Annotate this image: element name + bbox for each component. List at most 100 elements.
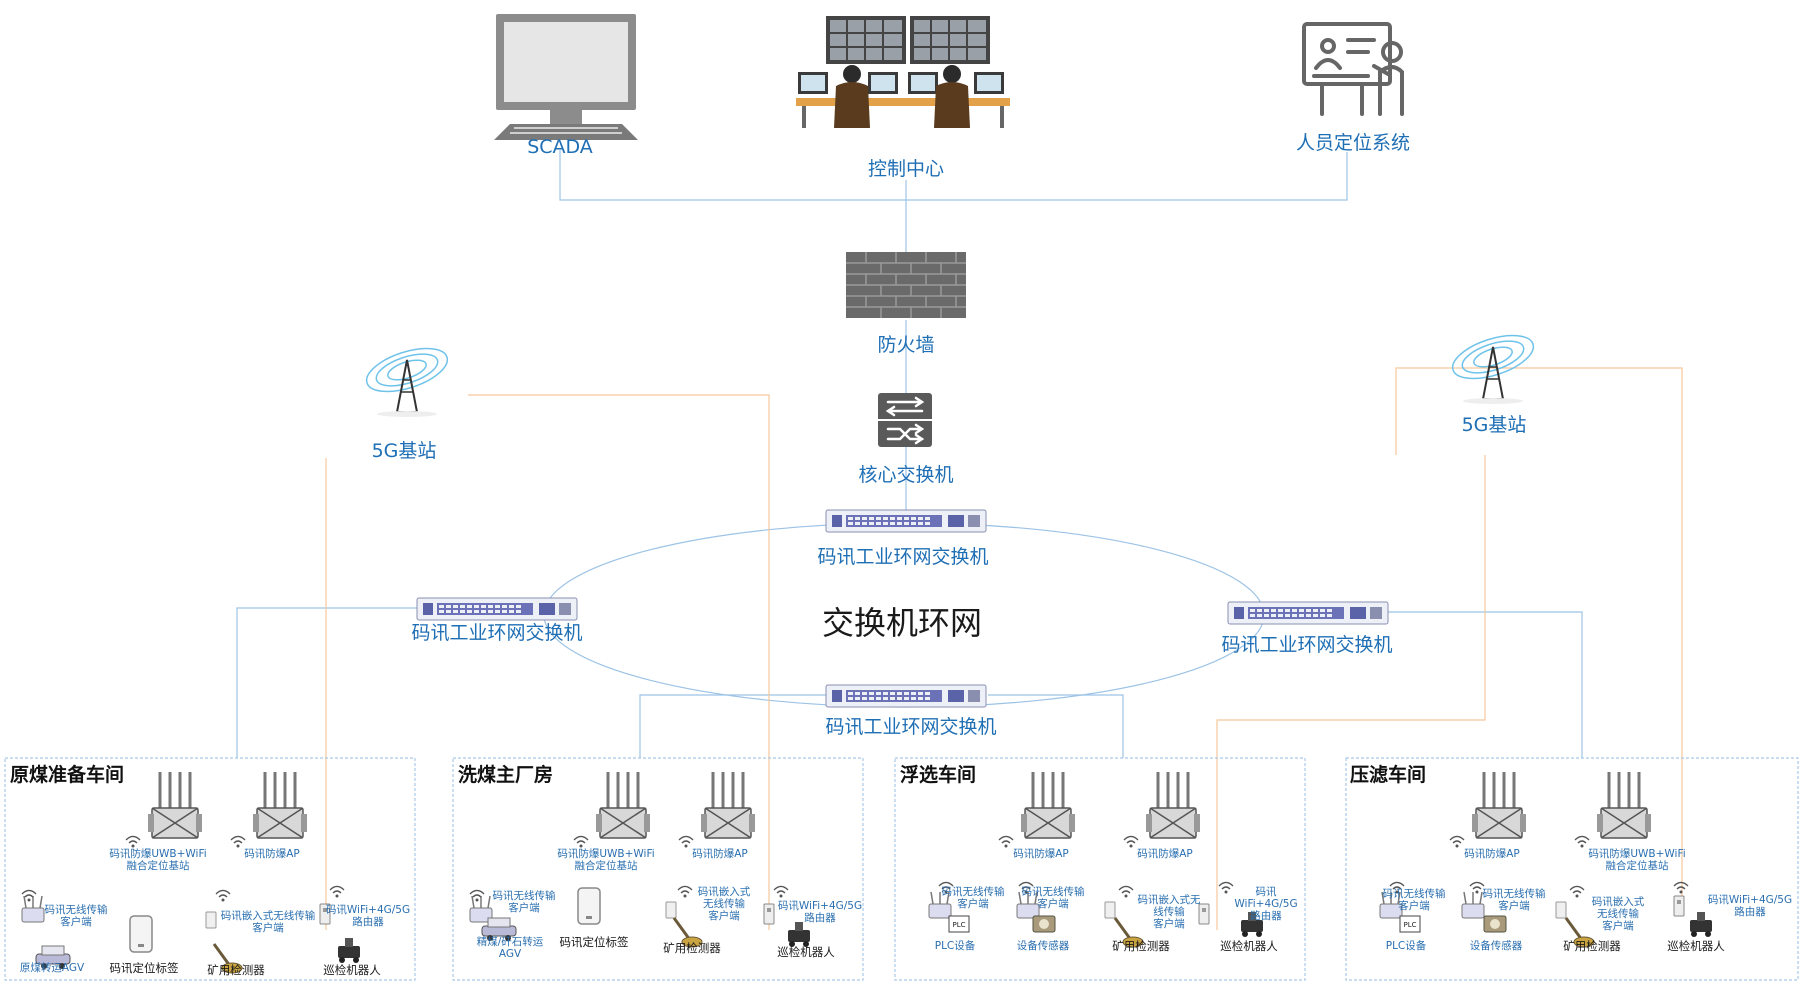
wifi-icon — [1449, 835, 1465, 849]
device-label: 码讯防爆AP — [244, 848, 300, 860]
wifi-icon — [677, 885, 693, 899]
base-station-left-label: 5G基站 — [371, 440, 437, 462]
device-icons: PLC PLC — [21, 770, 1712, 974]
detector-icon — [1113, 917, 1144, 948]
device-label: 矿用检测器 — [1563, 939, 1621, 953]
svg-text:PLC: PLC — [1403, 921, 1416, 929]
presenter-icon — [1302, 22, 1404, 116]
device-label: 码讯嵌入式无线传输客户端 — [1591, 896, 1645, 932]
detector-icon — [1564, 917, 1595, 948]
device-label: 码讯防爆AP — [1464, 848, 1520, 860]
device-label: 巡检机器人 — [1220, 939, 1278, 953]
device-label: 巡检机器人 — [777, 945, 835, 959]
wifi-icon — [1118, 885, 1134, 899]
embedded-client-icon — [205, 911, 217, 929]
wifi-icon — [125, 835, 141, 849]
device-label: 码讯定位标签 — [109, 961, 179, 975]
explosion-proof-ap-icon — [594, 770, 652, 840]
wifi-icon — [573, 835, 589, 849]
router-icon — [1673, 895, 1685, 917]
device-label: 码讯嵌入式无线传输客户端 — [697, 886, 751, 922]
sensor-icon — [1032, 915, 1056, 933]
base-station-right-label: 5G基站 — [1461, 414, 1527, 436]
device-label: 码讯防爆AP — [1013, 848, 1069, 860]
device-label: 矿用检测器 — [1112, 939, 1170, 953]
explosion-proof-ap-icon — [1144, 770, 1202, 840]
wifi-icon — [329, 885, 345, 899]
embedded-client-icon — [1104, 901, 1116, 919]
device-label: 码讯定位标签 — [559, 935, 629, 949]
workshop-title: 浮选车间 — [900, 764, 977, 786]
rack-switch-icon — [416, 597, 578, 621]
router-icon — [763, 903, 775, 925]
device-label: 巡检机器人 — [323, 963, 381, 977]
workshop-title: 原煤准备车间 — [10, 764, 125, 786]
wireless-client-icon — [1016, 891, 1040, 919]
firewall-label: 防火墙 — [877, 334, 935, 356]
core-switch-label: 核心交换机 — [858, 464, 954, 486]
robot-icon — [338, 938, 360, 963]
firewall-icon — [846, 252, 966, 318]
rack-switch-icon — [1227, 601, 1389, 625]
explosion-proof-ap-icon — [146, 770, 204, 840]
tag-icon — [577, 887, 601, 925]
device-label: 码讯防爆AP — [1137, 848, 1193, 860]
wifi-icon — [678, 835, 694, 849]
monitor-icon — [494, 14, 638, 140]
explosion-proof-ap-icon — [699, 770, 757, 840]
control-center-label: 控制中心 — [867, 158, 945, 180]
wifi-icon — [1569, 885, 1585, 899]
device-label: 巡检机器人 — [1667, 939, 1725, 953]
plc-icon: PLC — [948, 915, 970, 933]
robot-icon — [1690, 912, 1712, 937]
embedded-client-icon — [1555, 901, 1567, 919]
device-label: 设备传感器 — [1469, 940, 1523, 952]
wifi-icon — [773, 885, 789, 899]
personnel-positioning-label: 人员定位系统 — [1295, 132, 1411, 154]
device-label: 码讯无线传输客户端 — [1482, 888, 1546, 912]
wifi-icon — [230, 835, 246, 849]
sensor-icon — [1483, 915, 1507, 933]
workshop-boxes — [4, 757, 1799, 981]
wifi-icon — [1218, 881, 1234, 895]
wireless-client-icon — [469, 895, 493, 923]
ring-switch-top-label: 码讯工业环网交换机 — [817, 546, 989, 568]
workshop-title: 压滤车间 — [1350, 764, 1427, 786]
agv-icon — [35, 945, 71, 969]
device-label: 码讯无线传输客户端 — [1021, 886, 1085, 910]
explosion-proof-ap-icon — [1595, 770, 1653, 840]
rack-switch-icon — [825, 684, 987, 708]
rack-switch-icon — [825, 509, 987, 533]
scada-label: SCADA — [527, 136, 593, 158]
wifi-icon — [1574, 835, 1590, 849]
ring-switch-right-label: 码讯工业环网交换机 — [1221, 634, 1393, 656]
device-label: 码讯无线传输客户端 — [941, 886, 1005, 910]
network-links — [236, 150, 1583, 758]
detector-icon — [212, 943, 243, 974]
explosion-proof-ap-icon — [1019, 770, 1077, 840]
device-label: 码讯防爆AP — [692, 848, 748, 860]
device-label: PLC设备 — [1385, 940, 1427, 952]
router-icon — [1198, 903, 1210, 925]
robot-icon — [788, 922, 810, 947]
control-room-icon — [796, 16, 1010, 128]
device-label: 矿用检测器 — [663, 941, 721, 955]
device-label: 设备传感器 — [1016, 940, 1070, 952]
robot-icon — [1241, 912, 1263, 937]
router-icon — [319, 903, 331, 925]
device-label: 码讯嵌入式无线传输客户端 — [220, 910, 316, 934]
tag-icon — [129, 915, 153, 953]
explosion-proof-ap-icon — [251, 770, 309, 840]
plc-icon: PLC — [1399, 915, 1421, 933]
wifi-icon — [1673, 881, 1689, 895]
wireless-links — [325, 367, 1683, 930]
wifi-icon — [1123, 835, 1139, 849]
